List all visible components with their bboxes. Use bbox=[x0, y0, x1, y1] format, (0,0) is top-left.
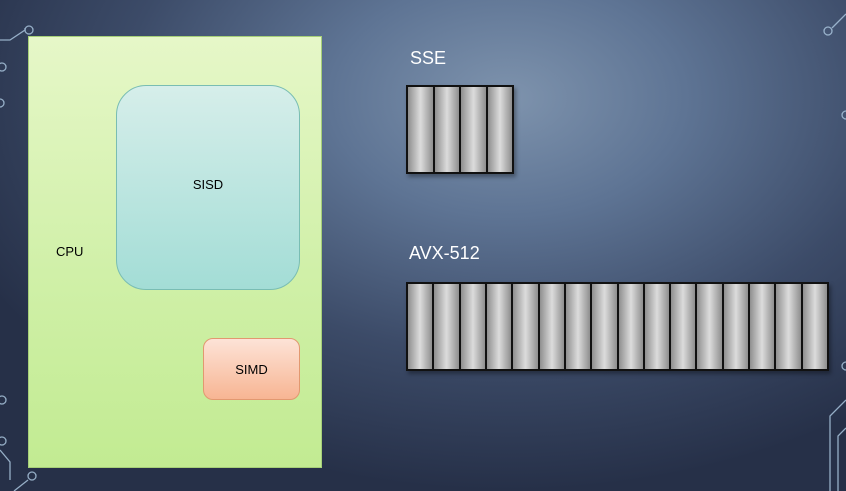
avx512-lane bbox=[618, 284, 645, 369]
avx512-lane bbox=[750, 284, 777, 369]
avx512-lane bbox=[723, 284, 751, 369]
simd-label: SIMD bbox=[235, 361, 268, 377]
cpu-label: CPU bbox=[56, 244, 84, 259]
avx512-lane bbox=[776, 284, 803, 369]
avx512-lane bbox=[697, 284, 724, 369]
avx512-lane bbox=[644, 284, 672, 369]
avx512-lane bbox=[565, 284, 593, 369]
avx512-lane bbox=[460, 284, 487, 369]
sse-title: SSE bbox=[410, 48, 447, 68]
sse-lane bbox=[434, 87, 461, 172]
sse-lane bbox=[461, 87, 488, 172]
avx512-title: AVX-512 bbox=[409, 243, 480, 263]
avx512-lane bbox=[513, 284, 540, 369]
avx512-lane bbox=[802, 284, 827, 369]
avx512-lane bbox=[434, 284, 461, 369]
avx512-lane bbox=[592, 284, 619, 369]
sse-register bbox=[406, 85, 514, 174]
avx512-lane bbox=[408, 284, 435, 369]
avx512-lane bbox=[486, 284, 514, 369]
avx512-lane bbox=[539, 284, 566, 369]
avx512-lane bbox=[671, 284, 698, 369]
sse-lane bbox=[408, 87, 435, 172]
sisd-box: SISD bbox=[116, 85, 300, 290]
sisd-label: SISD bbox=[192, 177, 224, 192]
sse-lane bbox=[487, 87, 512, 172]
simd-box: SIMD bbox=[203, 338, 300, 400]
avx512-register bbox=[406, 282, 829, 371]
